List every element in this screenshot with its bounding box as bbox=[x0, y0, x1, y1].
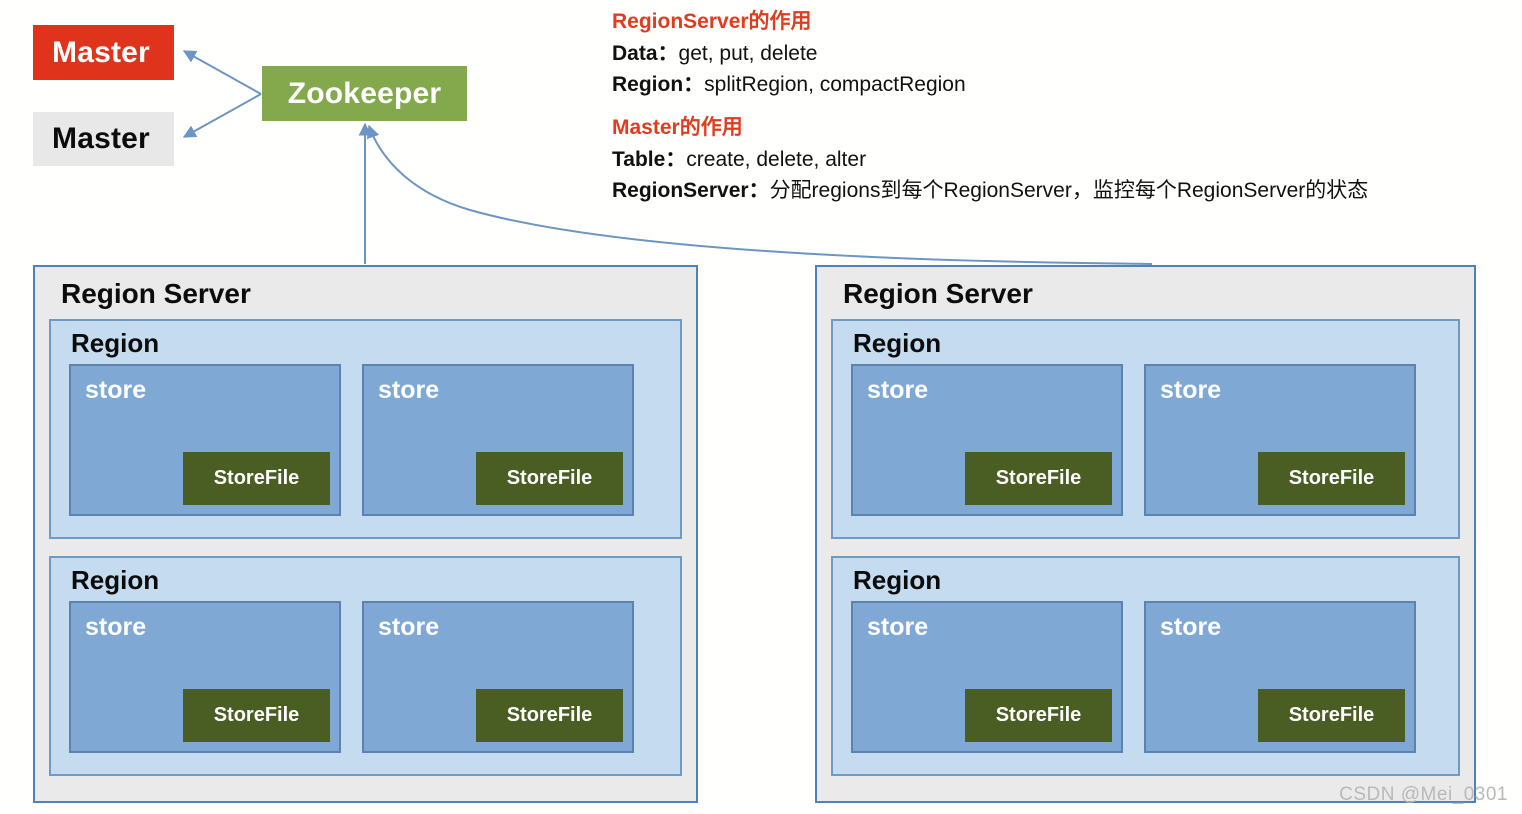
annotation-line-label: Data： bbox=[612, 42, 679, 65]
zookeeper-label: Zookeeper bbox=[287, 76, 442, 110]
store-box[interactable]: store StoreFile bbox=[1144, 364, 1416, 516]
store-box[interactable]: store StoreFile bbox=[851, 601, 1123, 753]
store-title: store bbox=[85, 613, 147, 641]
annotation-line-value: 分配regions到每个RegionServer，监控每个RegionServe… bbox=[769, 179, 1369, 202]
annotation-line-value: get, put, delete bbox=[678, 42, 818, 65]
store-box[interactable]: store StoreFile bbox=[1144, 601, 1416, 753]
storefile-box[interactable]: StoreFile bbox=[183, 452, 330, 505]
store-box[interactable]: store StoreFile bbox=[362, 364, 634, 516]
annotation-panel: RegionServer的作用 Data：get, put, delete Re… bbox=[612, 8, 1517, 206]
annotation-line-label: Table： bbox=[612, 148, 687, 171]
arrow-zookeeper-to-master-active bbox=[182, 50, 262, 95]
store-row: store StoreFile store StoreFile bbox=[845, 601, 1446, 753]
storefile-box[interactable]: StoreFile bbox=[476, 689, 623, 742]
arrow-zookeeper-to-master-standby bbox=[182, 93, 262, 138]
store-title: store bbox=[867, 613, 929, 641]
region-box[interactable]: Region store StoreFile store StoreFile bbox=[49, 319, 682, 539]
store-title: store bbox=[378, 613, 440, 641]
region-server-title: Region Server bbox=[61, 278, 251, 309]
storefile-box[interactable]: StoreFile bbox=[476, 452, 623, 505]
region-title: Region bbox=[71, 328, 160, 358]
annotation-line-value: splitRegion, compactRegion bbox=[704, 73, 966, 96]
store-box[interactable]: store StoreFile bbox=[362, 601, 634, 753]
annotation-line: Region：splitRegion, compactRegion bbox=[612, 69, 1517, 100]
store-row: store StoreFile store StoreFile bbox=[63, 364, 668, 516]
master-active-label: Master bbox=[52, 35, 150, 69]
region-server-title: Region Server bbox=[843, 278, 1033, 309]
region-title: Region bbox=[853, 328, 942, 358]
store-title: store bbox=[867, 376, 929, 404]
annotation-line: RegionServer：分配regions到每个RegionServer，监控… bbox=[612, 175, 1517, 206]
store-box[interactable]: store StoreFile bbox=[69, 601, 341, 753]
annotation-line: Data：get, put, delete bbox=[612, 38, 1517, 69]
annotation-line: Table：create, delete, alter bbox=[612, 144, 1517, 175]
annotation-heading: RegionServer的作用 bbox=[612, 10, 812, 33]
annotation-line-value: create, delete, alter bbox=[686, 148, 867, 171]
annotation-line-label: Region： bbox=[612, 73, 705, 96]
master-active-node[interactable]: Master bbox=[33, 25, 174, 80]
annotation-heading: Master的作用 bbox=[612, 116, 743, 139]
storefile-box[interactable]: StoreFile bbox=[1258, 689, 1405, 742]
region-box[interactable]: Region store StoreFile store StoreFile bbox=[49, 556, 682, 776]
watermark: CSDN @Mei_0301 bbox=[1339, 784, 1508, 805]
region-title: Region bbox=[71, 565, 160, 595]
annotation-line-label: RegionServer： bbox=[612, 179, 770, 202]
master-standby-label: Master bbox=[52, 122, 150, 155]
annotation-group-master: Master的作用 Table：create, delete, alter Re… bbox=[612, 114, 1517, 206]
zookeeper-node[interactable]: Zookeeper bbox=[262, 66, 467, 121]
store-title: store bbox=[85, 376, 147, 404]
annotation-group-regionserver: RegionServer的作用 Data：get, put, delete Re… bbox=[612, 8, 1517, 100]
region-box[interactable]: Region store StoreFile store StoreFile bbox=[831, 319, 1460, 539]
store-title: store bbox=[378, 376, 440, 404]
store-box[interactable]: store StoreFile bbox=[69, 364, 341, 516]
region-server-panel[interactable]: Region Server Region store StoreFile sto… bbox=[33, 265, 698, 803]
storefile-box[interactable]: StoreFile bbox=[965, 452, 1112, 505]
region-server-panel[interactable]: Region Server Region store StoreFile sto… bbox=[815, 265, 1476, 803]
storefile-box[interactable]: StoreFile bbox=[183, 689, 330, 742]
region-title: Region bbox=[853, 565, 942, 595]
region-box[interactable]: Region store StoreFile store StoreFile bbox=[831, 556, 1460, 776]
store-row: store StoreFile store StoreFile bbox=[845, 364, 1446, 516]
store-title: store bbox=[1160, 613, 1222, 641]
store-box[interactable]: store StoreFile bbox=[851, 364, 1123, 516]
storefile-box[interactable]: StoreFile bbox=[1258, 452, 1405, 505]
store-row: store StoreFile store StoreFile bbox=[63, 601, 668, 753]
store-title: store bbox=[1160, 376, 1222, 404]
master-standby-node[interactable]: Master bbox=[33, 112, 174, 166]
storefile-box[interactable]: StoreFile bbox=[965, 689, 1112, 742]
